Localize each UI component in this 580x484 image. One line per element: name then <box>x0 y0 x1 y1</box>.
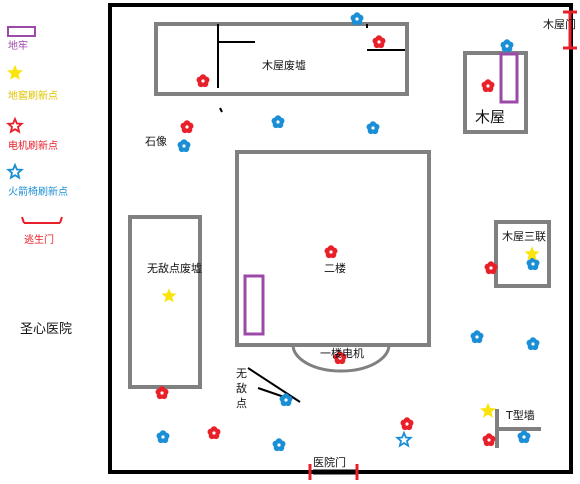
rocket-chair-spawn-star-icon <box>395 430 413 448</box>
first-floor-semicircle <box>291 344 391 373</box>
label-wooden-house-ruins: 木屋废墟 <box>262 59 306 72</box>
label-hospital-gate: 医院门 <box>313 456 346 469</box>
generator-spawn-marker <box>207 426 221 440</box>
wooden-house-ruins-building <box>154 22 409 96</box>
label-wooden-house-gate: 木屋门 <box>543 18 576 31</box>
legend-cellar-label: 地牢 <box>8 41 28 52</box>
cellar-hospital <box>243 274 265 336</box>
rocket-chair-spawn-marker <box>470 330 484 344</box>
wooden-house-building <box>463 51 528 134</box>
label-wooden-house: 木屋 <box>475 108 506 126</box>
label-second-floor: 二楼 <box>324 262 346 275</box>
cabinet-spawn-marker <box>524 246 540 261</box>
rocket-chair-spawn-marker <box>279 393 293 407</box>
legend-gate-icon <box>21 216 63 224</box>
cabinet-spawn-marker <box>161 288 177 303</box>
rocket-chair-spawn-marker <box>366 121 380 135</box>
wooden-house-triple-building <box>494 220 551 288</box>
generator-spawn-marker <box>481 79 495 93</box>
generator-spawn-marker <box>482 433 496 447</box>
generator-spawn-marker <box>155 386 169 400</box>
generator-spawn-marker <box>372 35 386 49</box>
label-no-enemy-point: 无 敌 点 <box>236 367 247 410</box>
generator-spawn-marker <box>180 120 194 134</box>
rocket-chair-spawn-marker <box>350 12 364 26</box>
legend-cellar-icon <box>7 26 36 37</box>
ruins-inner-walls <box>217 24 405 113</box>
rocket-chair-spawn-marker <box>156 430 170 444</box>
exit-gate-wooden-house[interactable] <box>563 10 577 50</box>
legend-cabinet-star-icon <box>7 64 23 80</box>
legend-rocket-label: 火箭椅刷新点 <box>8 187 68 198</box>
rocket-chair-spawn-marker <box>271 115 285 129</box>
hospital-main-building <box>235 150 431 347</box>
label-t-wall: T型墙 <box>506 409 535 422</box>
generator-spawn-marker <box>324 245 338 259</box>
t-wall <box>495 409 541 448</box>
no-enemy-point-walls <box>247 367 301 403</box>
generator-spawn-marker <box>333 351 347 365</box>
label-wooden-house-triple: 木屋三联 <box>502 230 546 243</box>
map-title: 圣心医院 <box>20 322 73 337</box>
no-enemy-ruins-building <box>128 215 202 389</box>
rocket-chair-spawn-marker <box>517 430 531 444</box>
exit-gate-hospital[interactable] <box>308 464 359 480</box>
rocket-chair-spawn-marker <box>526 337 540 351</box>
cabinet-spawn-marker <box>480 402 496 418</box>
label-first-floor-generator: 一楼电机 <box>320 347 364 360</box>
legend-generator-star-icon <box>6 116 24 134</box>
cellar-wooden-house <box>499 52 519 104</box>
legend-cabinet-label: 地窖刷新点 <box>8 91 58 102</box>
generator-spawn-marker <box>484 261 498 275</box>
legend-gate-label: 逃生门 <box>24 235 54 246</box>
generator-spawn-marker <box>400 417 414 431</box>
generator-spawn-marker <box>196 74 210 88</box>
legend-rocket-star-icon <box>6 162 24 180</box>
label-statue: 石像 <box>145 135 167 148</box>
rocket-chair-spawn-marker <box>500 39 514 53</box>
label-no-enemy-ruins: 无敌点废墟 <box>147 262 202 275</box>
rocket-chair-spawn-marker <box>177 139 191 153</box>
legend-generator-label: 电机刷新点 <box>8 141 58 152</box>
rocket-chair-spawn-marker <box>272 438 286 452</box>
